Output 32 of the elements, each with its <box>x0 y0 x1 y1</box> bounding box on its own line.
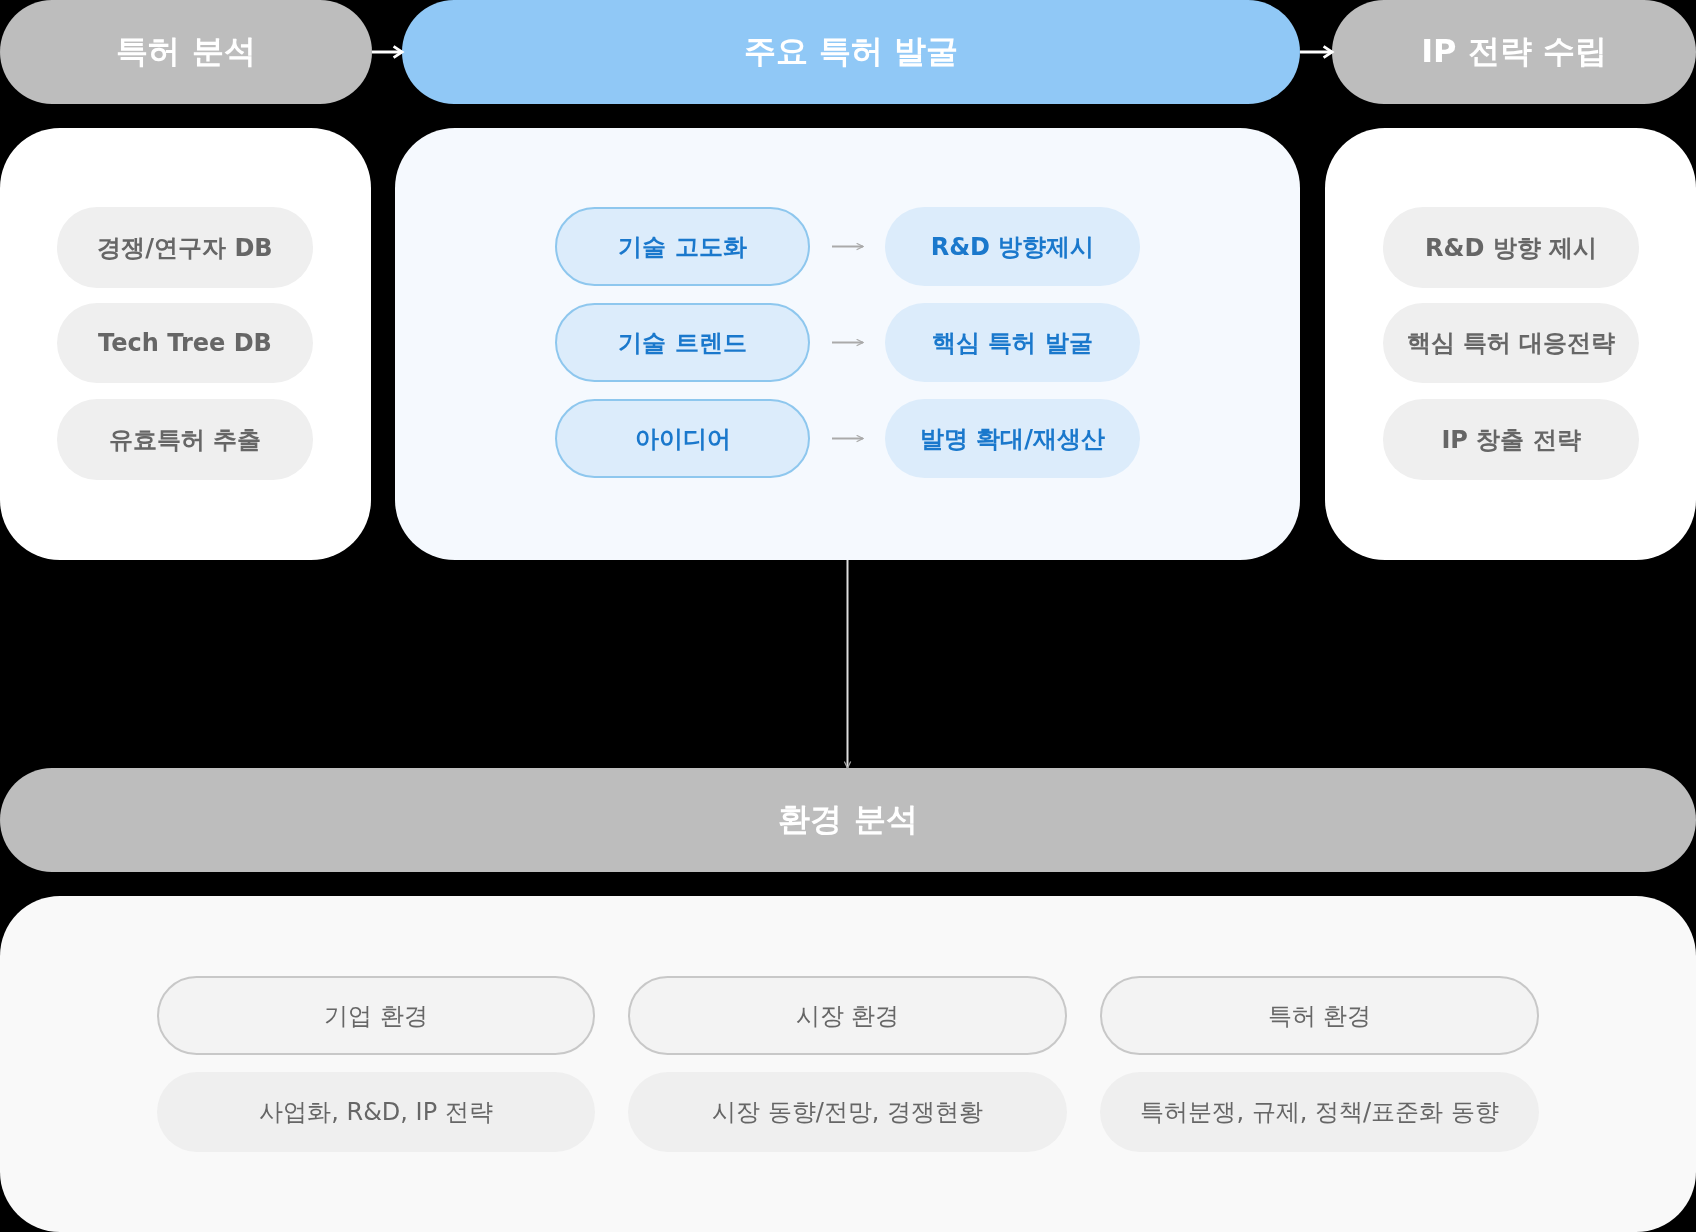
stage-header: IP 전략 수립 <box>1332 0 1696 104</box>
item-pill: 핵심 특허 발굴 <box>885 303 1140 382</box>
item-pill: 핵심 특허 대응전략 <box>1383 303 1639 383</box>
item-pill: 사업화, R&D, IP 전략 <box>157 1072 595 1152</box>
panel <box>1325 128 1696 560</box>
item-pill: 기업 환경 <box>157 976 595 1055</box>
item-pill: 기술 트렌드 <box>555 303 810 382</box>
item-pill: R&D 방향제시 <box>885 207 1140 286</box>
arrow <box>1300 45 1334 59</box>
item-pill: IP 창출 전략 <box>1383 399 1639 480</box>
panel <box>0 896 1696 1232</box>
arrow <box>843 559 852 769</box>
item-pill: 시장 환경 <box>628 976 1067 1055</box>
item-pill: 시장 동향/전망, 경쟁현황 <box>628 1072 1067 1152</box>
item-pill: 경쟁/연구자 DB <box>57 207 313 288</box>
item-pill: 발명 확대/재생산 <box>885 399 1140 478</box>
item-pill: Tech Tree DB <box>57 303 313 383</box>
arrow <box>831 434 864 443</box>
item-pill: R&D 방향 제시 <box>1383 207 1639 288</box>
item-pill: 기술 고도화 <box>555 207 810 286</box>
item-pill: 특허 환경 <box>1100 976 1539 1055</box>
stage-header: 환경 분석 <box>0 768 1696 872</box>
arrow <box>372 45 404 59</box>
item-pill: 유효특허 추출 <box>57 399 313 480</box>
stage-header: 주요 특허 발굴 <box>402 0 1300 104</box>
arrow <box>831 338 864 347</box>
panel <box>0 128 371 560</box>
item-pill: 특허분쟁, 규제, 정책/표준화 동향 <box>1100 1072 1539 1152</box>
item-pill: 아이디어 <box>555 399 810 478</box>
stage-header: 특허 분석 <box>0 0 372 104</box>
panel <box>395 128 1300 560</box>
arrow <box>831 242 864 251</box>
